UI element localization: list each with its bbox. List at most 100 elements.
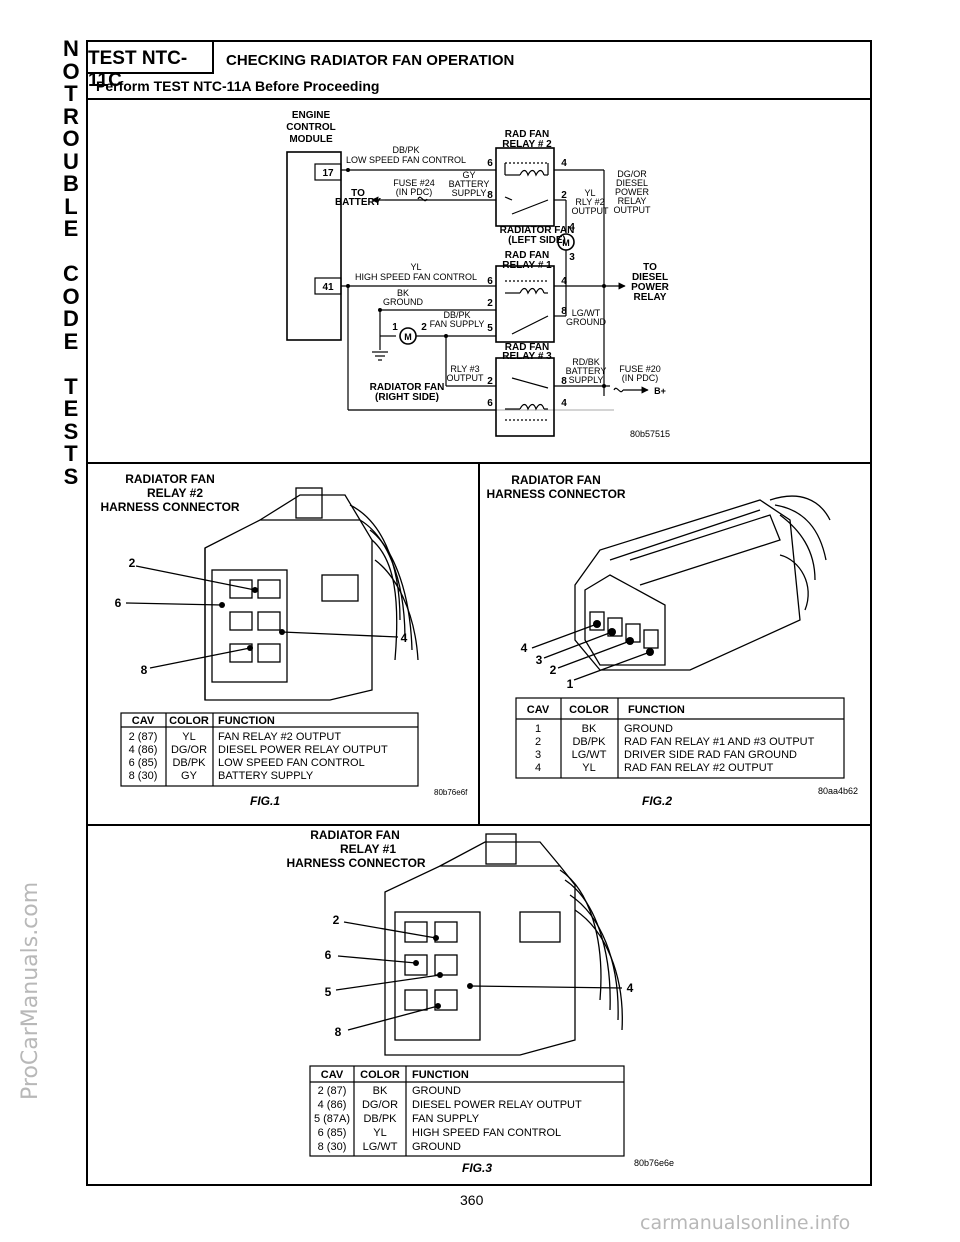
side-letter: T bbox=[64, 373, 78, 399]
side-letter: S bbox=[63, 418, 79, 444]
fan-left-label: (LEFT SIDE) bbox=[508, 235, 566, 246]
fig3-callout: 8 bbox=[335, 1025, 342, 1039]
motor-left-label: M bbox=[562, 238, 570, 248]
relay1-label: RAD FAN bbox=[505, 250, 549, 261]
fig1-cell: LOW SPEED FAN CONTROL bbox=[218, 757, 365, 769]
fig2-code: 80aa4b62 bbox=[818, 786, 858, 796]
wire-label: LG/WT bbox=[572, 308, 601, 318]
relay1-coil bbox=[519, 287, 545, 295]
relay3-label: RELAY # 3 bbox=[502, 351, 552, 362]
fig2-label: FIG.2 bbox=[642, 794, 672, 808]
motor-right-label: M bbox=[404, 332, 412, 342]
fig3-cell: BK bbox=[373, 1085, 388, 1097]
wire-label: RLY #2 bbox=[575, 197, 604, 207]
wire-label: DIESEL bbox=[616, 178, 648, 188]
fig3-code: 80b76e6e bbox=[634, 1158, 674, 1168]
pin-label: 2 bbox=[487, 376, 493, 387]
fig3-cell: 5 (87A) bbox=[314, 1113, 350, 1125]
side-letter: T bbox=[64, 81, 78, 106]
relay2-coil bbox=[519, 169, 545, 177]
relay3-coil bbox=[519, 403, 545, 411]
fig3-cell: 8 (30) bbox=[318, 1141, 347, 1153]
fig2-connector-drawing bbox=[531, 495, 831, 681]
pin-label: 8 bbox=[561, 376, 567, 387]
watermark-bottom: carmanualsonline.info bbox=[640, 1212, 851, 1234]
relay1-label: RELAY # 1 bbox=[502, 260, 552, 271]
fig3-title: HARNESS CONNECTOR bbox=[286, 856, 425, 870]
fuse20-label: FUSE #20 bbox=[619, 364, 661, 374]
fig2-cell: 1 bbox=[535, 723, 541, 735]
ecm-pin-17-label: 17 bbox=[322, 168, 334, 179]
side-letter: O bbox=[62, 58, 80, 84]
pin-label: 6 bbox=[487, 276, 493, 287]
fig2-header: COLOR bbox=[569, 704, 609, 716]
fig3-cell: DIESEL POWER RELAY OUTPUT bbox=[412, 1099, 582, 1111]
ecm-pin-17 bbox=[314, 163, 342, 181]
side-letter: E bbox=[63, 216, 79, 241]
fig2-cell: RAD FAN RELAY #2 OUTPUT bbox=[624, 762, 774, 774]
wire-label: POWER bbox=[615, 187, 650, 197]
fig2-table-text: CAV COLOR FUNCTION 1 BK GROUND 2 DB/PK R… bbox=[527, 704, 815, 774]
to-battery-label: BATTERY bbox=[335, 197, 381, 208]
fig1-cell: DIESEL POWER RELAY OUTPUT bbox=[218, 744, 388, 756]
page-number: 360 bbox=[460, 1192, 484, 1208]
wire-label: BATTERY bbox=[566, 366, 607, 376]
pin-label: 2 bbox=[487, 298, 493, 309]
wire-label: YL bbox=[410, 262, 421, 272]
test-title: CHECKING RADIATOR FAN OPERATION bbox=[226, 52, 515, 69]
fig3-cell: 2 (87) bbox=[318, 1085, 347, 1097]
side-letter: N bbox=[63, 36, 79, 61]
wire-label: GROUND bbox=[383, 297, 423, 307]
side-letter: U bbox=[63, 148, 79, 174]
fig2-table bbox=[515, 697, 845, 779]
fig1-callout: 2 bbox=[129, 556, 136, 570]
relay3-label: RAD FAN bbox=[505, 342, 549, 353]
fig3-cell: HIGH SPEED FAN CONTROL bbox=[412, 1127, 561, 1139]
page-frame bbox=[86, 40, 872, 1186]
pin-label: 2 bbox=[561, 190, 567, 201]
fig3-header: FUNCTION bbox=[412, 1069, 469, 1081]
to-diesel-label: TO bbox=[643, 262, 657, 273]
fig3-connector-drawing bbox=[335, 833, 623, 1056]
to-diesel-label: POWER bbox=[631, 282, 670, 293]
fig3-header: COLOR bbox=[360, 1069, 400, 1081]
fig2-cell: DRIVER SIDE RAD FAN GROUND bbox=[624, 749, 797, 761]
fig1-callout: 6 bbox=[115, 596, 122, 610]
fig1-title: RADIATOR FAN bbox=[125, 472, 215, 486]
pin-label: 4 bbox=[561, 276, 567, 287]
wire-label: GY bbox=[462, 170, 475, 180]
wire-label: RD/BK bbox=[572, 357, 600, 367]
fig3-title: RADIATOR FAN bbox=[310, 828, 400, 842]
pin-label: 4 bbox=[569, 222, 575, 233]
relay2-label: RELAY # 2 bbox=[502, 139, 552, 150]
wire-label: DB/PK bbox=[443, 310, 470, 320]
fig2-cell: RAD FAN RELAY #1 AND #3 OUTPUT bbox=[624, 736, 815, 748]
fuse24-label: FUSE #24 bbox=[393, 178, 435, 188]
relay2-label: RAD FAN bbox=[505, 129, 549, 140]
fig2-title: HARNESS CONNECTOR bbox=[486, 487, 625, 501]
to-battery-label: TO bbox=[351, 188, 365, 199]
fig1-callout: 4 bbox=[401, 631, 408, 645]
ecm-label: ENGINE bbox=[292, 110, 331, 121]
pin-label: 2 bbox=[421, 322, 427, 333]
fig3-title: RELAY #1 bbox=[340, 842, 396, 856]
pin-label: 6 bbox=[487, 158, 493, 169]
fig2-cell: BK bbox=[582, 723, 597, 735]
wire-label: DG/OR bbox=[617, 169, 647, 179]
side-letter: O bbox=[62, 283, 80, 309]
wire-label: SUPPLY bbox=[569, 375, 604, 385]
figure-code: 80b57515 bbox=[630, 429, 670, 439]
ecm-label: MODULE bbox=[289, 134, 333, 145]
pin-label: 1 bbox=[392, 322, 398, 333]
fig2-header: FUNCTION bbox=[628, 704, 685, 716]
fig3-table-text: CAV COLOR FUNCTION 2 (87) BK GROUND 4 (8… bbox=[314, 1069, 582, 1153]
fuse24 bbox=[417, 196, 428, 202]
fig3-cell: GROUND bbox=[412, 1085, 461, 1097]
relay2-switch bbox=[511, 199, 549, 215]
side-letter: D bbox=[63, 306, 79, 331]
fuse20 bbox=[613, 387, 624, 393]
fig1-callout-dots bbox=[219, 587, 285, 651]
fig1-title: RELAY #2 bbox=[147, 486, 203, 500]
fig1-cell: BATTERY SUPPLY bbox=[218, 770, 314, 782]
wire-label: OUTPUT bbox=[447, 373, 485, 383]
